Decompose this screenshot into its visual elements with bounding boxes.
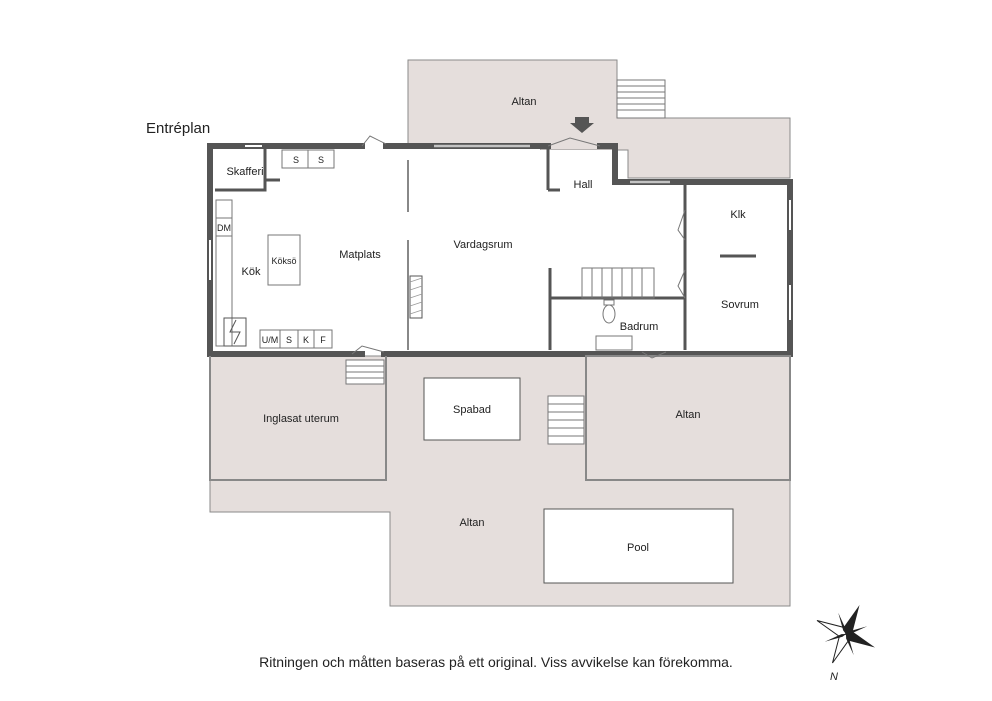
stove-icon [223,317,247,347]
room-label-klk: Klk [730,209,746,221]
room-label-spabad: Spabad [453,404,491,416]
room-label-altan-right: Altan [675,409,700,421]
room-label-matplats: Matplats [339,249,381,261]
window-lines [434,144,670,184]
stairs-uterum [345,359,385,385]
appliance-label: DM [217,223,231,233]
plan-title: Entréplan [146,120,211,137]
appliance-label: S [293,155,299,165]
windows [209,145,791,320]
bathroom-fixtures [595,299,633,351]
room-label-pool: Pool [627,542,649,554]
room-label-badrum: Badrum [620,321,659,333]
sunroom-walls [209,356,387,481]
appliance-label: S [286,335,292,345]
kitchen-counters [215,149,335,349]
compass-north-label: N [830,671,838,683]
compass-icon [816,604,876,664]
appliance-label: K [303,335,309,345]
room-label-altan-bottom: Altan [459,517,484,529]
appliance-label: U/M [262,335,279,345]
room-label-altan-top: Altan [511,96,536,108]
room-label-kok: Kök [242,266,261,278]
spabad [423,377,521,441]
room-label-uterum: Inglasat uterum [263,413,339,425]
room-label-koksö: Köksö [271,256,296,266]
interior-stairs [581,267,655,299]
stairs-top [616,79,666,119]
disclaimer-note: Ritningen och måtten baseras på ett orig… [259,654,733,670]
room-label-sovrum: Sovrum [721,299,759,311]
room-label-vardagsrum: Vardagsrum [453,239,512,251]
room-label-hall: Hall [574,179,593,191]
pool [543,508,734,584]
stairs-altan [547,395,585,445]
fireplace [409,275,423,319]
appliance-label: F [320,335,326,345]
altan-right-outline [585,355,791,481]
room-label-skafferi: Skafferi [226,166,263,178]
doors [351,135,686,359]
appliance-label: S [318,155,324,165]
fireplace-hatch [409,277,423,315]
entrance-arrow-icon [570,117,594,133]
